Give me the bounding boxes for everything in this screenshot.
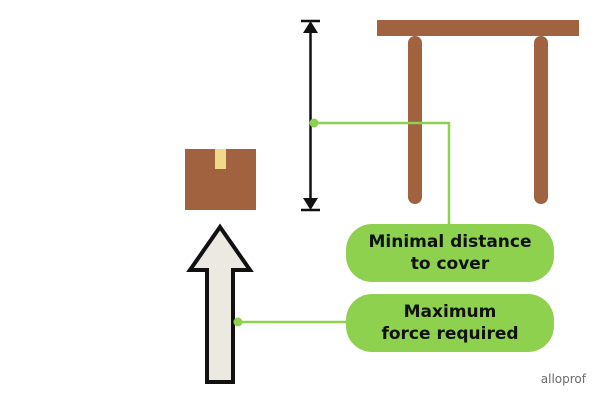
callout-force-line2: force required xyxy=(381,324,519,344)
upward-arrow-icon xyxy=(186,223,254,384)
table-leg-right xyxy=(534,36,548,204)
double-headed-arrow-icon xyxy=(301,19,320,212)
watermark-logo: alloprof xyxy=(540,372,586,386)
callout-force-line1: Maximum xyxy=(403,302,497,322)
force-connector xyxy=(233,317,348,327)
distance-connector xyxy=(309,118,451,226)
callout-distance-line2: to cover xyxy=(410,254,490,274)
callout-minimal-distance: Minimal distance to cover xyxy=(346,224,554,282)
table-leg-left xyxy=(408,36,422,204)
callout-maximum-force: Maximum force required xyxy=(346,294,554,352)
callout-distance-line1: Minimal distance xyxy=(368,232,532,252)
table-icon xyxy=(377,20,579,204)
table-top xyxy=(377,20,579,36)
cardboard-box-icon xyxy=(185,149,256,210)
